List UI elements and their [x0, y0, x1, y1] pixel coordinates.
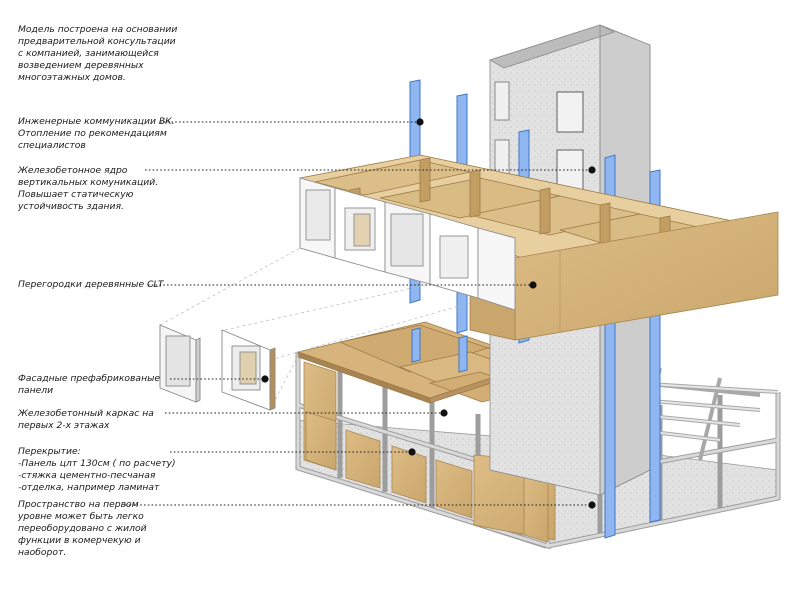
note-frame: Железобетонный каркас на первых 2-х этаж… — [18, 408, 154, 431]
note-slab: Перекрытие: -Панель цлт 130см ( по расче… — [18, 446, 176, 493]
note-ground: Пространство на первом уровне может быть… — [18, 499, 147, 558]
upper-facade-panels — [299, 177, 516, 311]
note-engineering: Инженерные коммуникации ВК. Отопление по… — [18, 116, 175, 151]
note-clt: Перегородки деревянные CLT — [18, 279, 164, 290]
note-facade: Фасадные префабрикованые панели — [18, 373, 160, 396]
note-core: Железобетонное ядро вертикальных комуник… — [18, 165, 159, 212]
leader-lines — [125, 121, 592, 506]
leader-markers — [261, 118, 596, 509]
projection-lines — [159, 247, 481, 411]
detached-facade-panels — [159, 324, 276, 411]
note-intro: Модель построена на основании предварите… — [18, 24, 178, 83]
